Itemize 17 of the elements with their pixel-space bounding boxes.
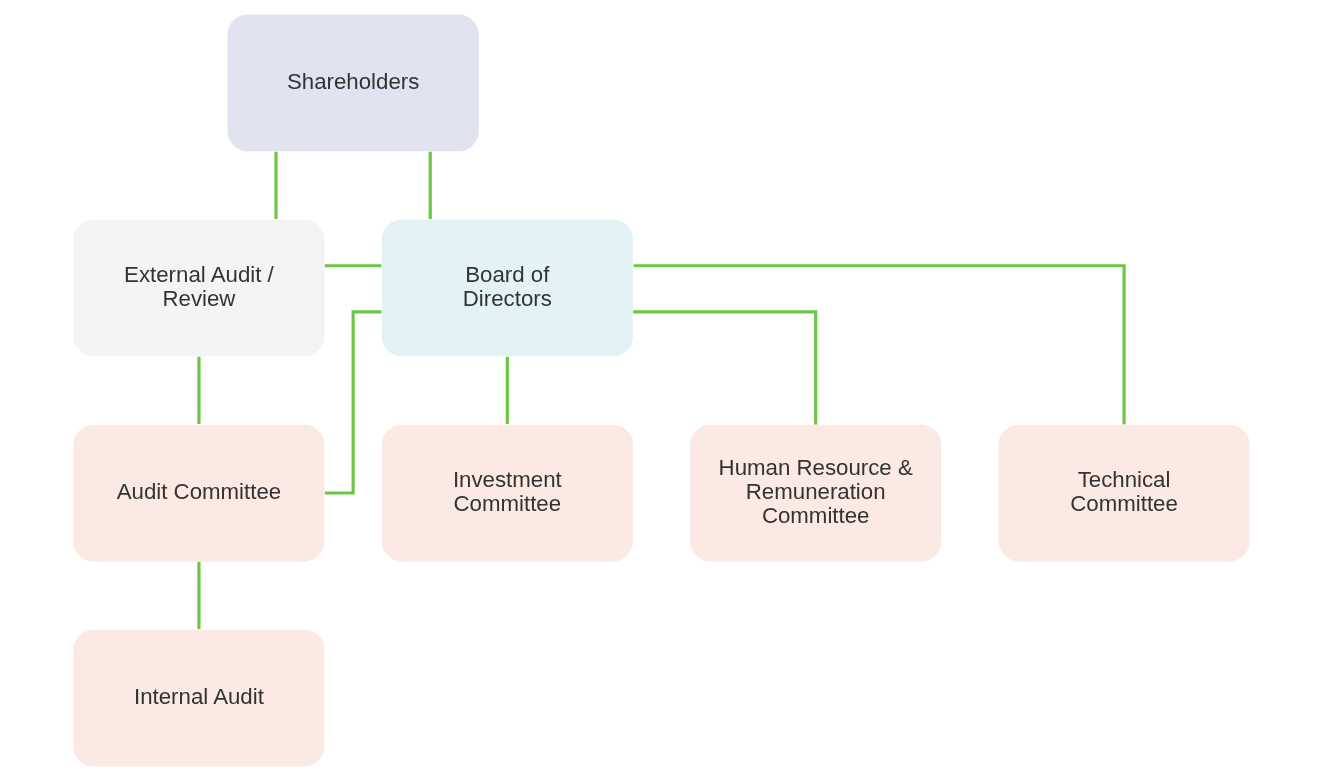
node-box: Human Resource & Remuneration Committee — [690, 424, 942, 562]
connector — [324, 264, 382, 268]
node-box: External Audit / Review — [73, 219, 325, 357]
node-box: Shareholders — [227, 14, 479, 152]
connector — [324, 310, 382, 495]
connector — [274, 151, 278, 219]
node-box: Investment Committee — [381, 424, 633, 562]
connector — [428, 151, 432, 219]
node-box: Technical Committee — [998, 424, 1250, 562]
connector — [633, 264, 1126, 425]
connector — [197, 561, 201, 630]
node-box: Board of Directors — [381, 219, 633, 357]
connector — [633, 310, 818, 425]
node-box: Audit Committee — [73, 424, 325, 562]
connector — [505, 356, 509, 424]
connector — [197, 356, 201, 424]
node-box: Internal Audit — [73, 629, 325, 767]
